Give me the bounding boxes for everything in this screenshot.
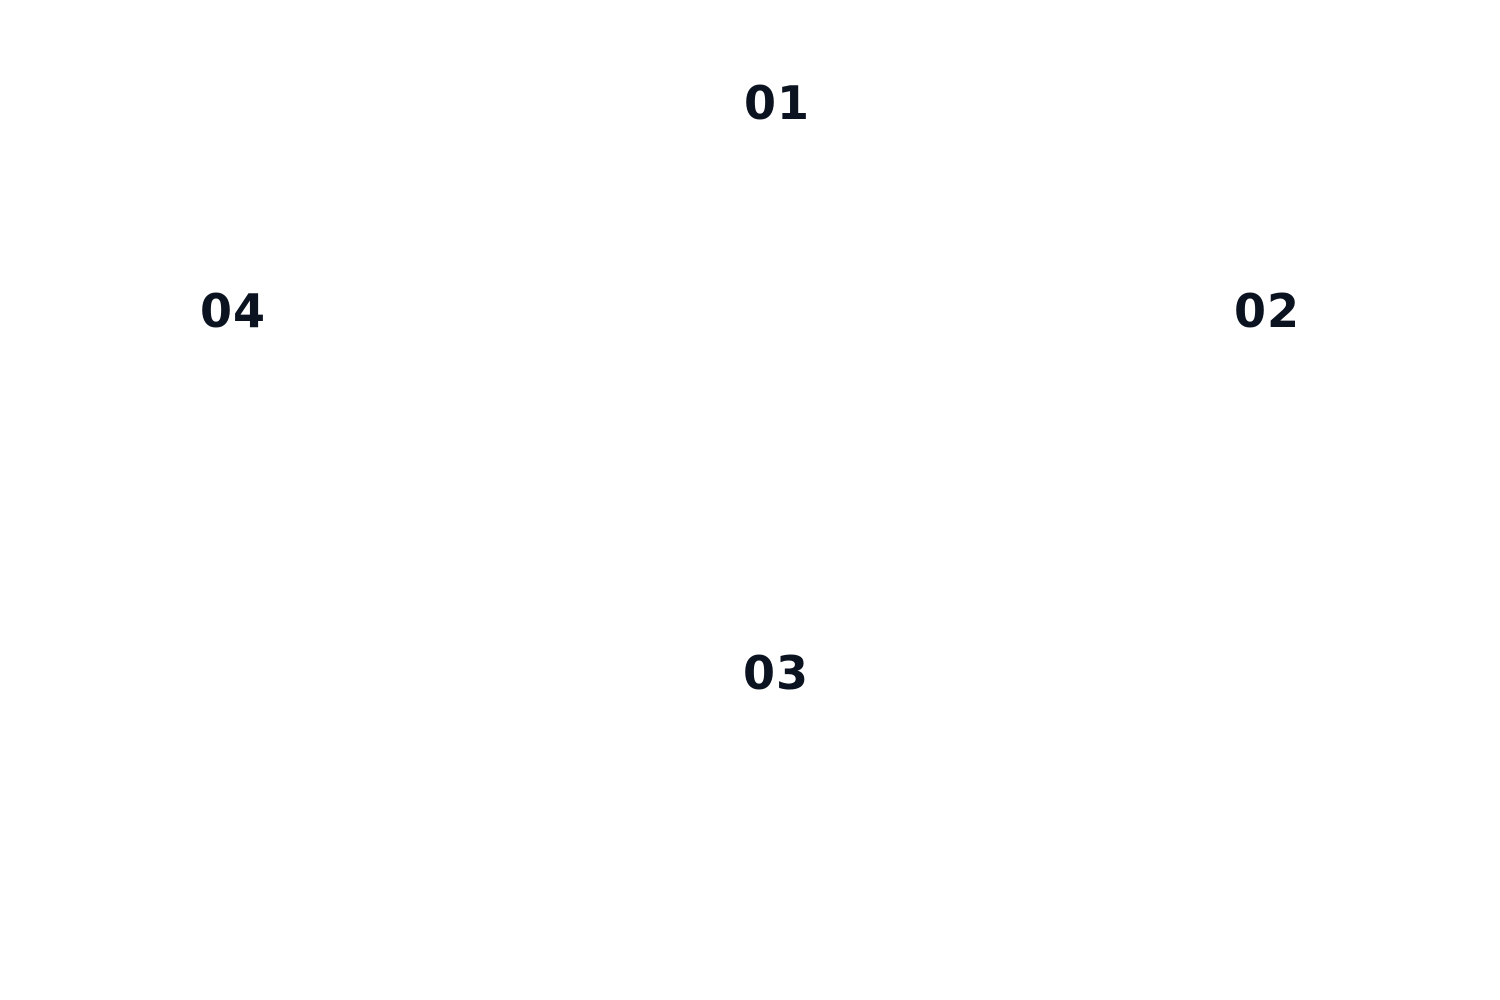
step-number-04: 04 [199,284,267,338]
step-number-02: 02 [1233,284,1301,338]
step-number-01: 01 [743,76,811,130]
step-number-03: 03 [742,646,810,700]
